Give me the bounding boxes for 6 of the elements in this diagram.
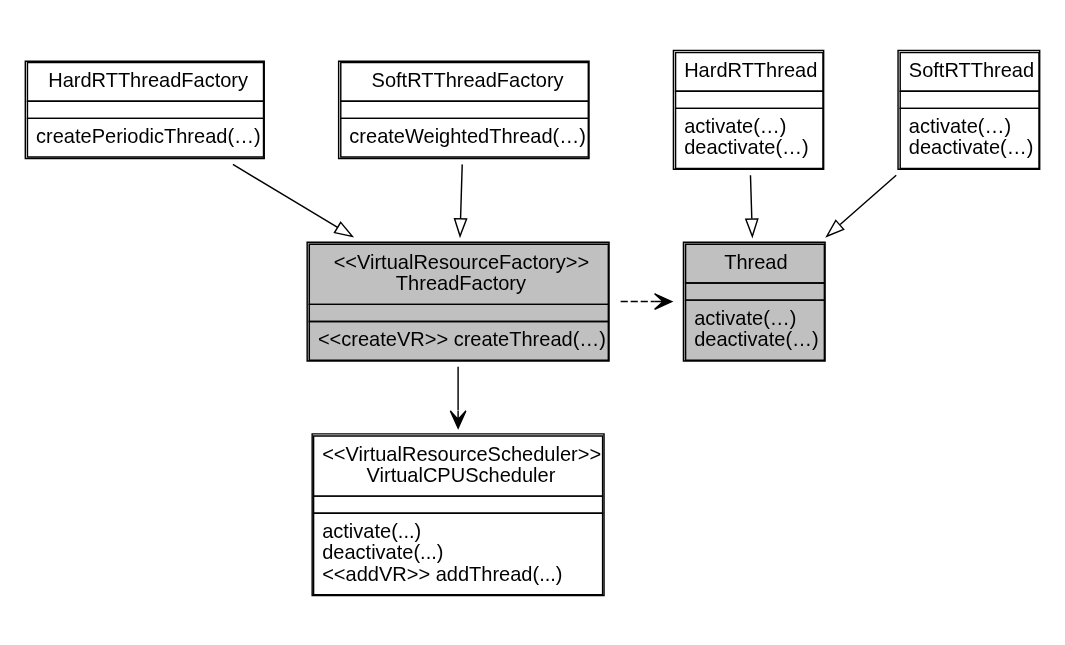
- arrow: [744, 173, 759, 238]
- arrow: [619, 292, 673, 310]
- arrow: [449, 365, 467, 429]
- arrow: [453, 163, 468, 238]
- arrow: [825, 173, 897, 238]
- arrow: [232, 163, 355, 237]
